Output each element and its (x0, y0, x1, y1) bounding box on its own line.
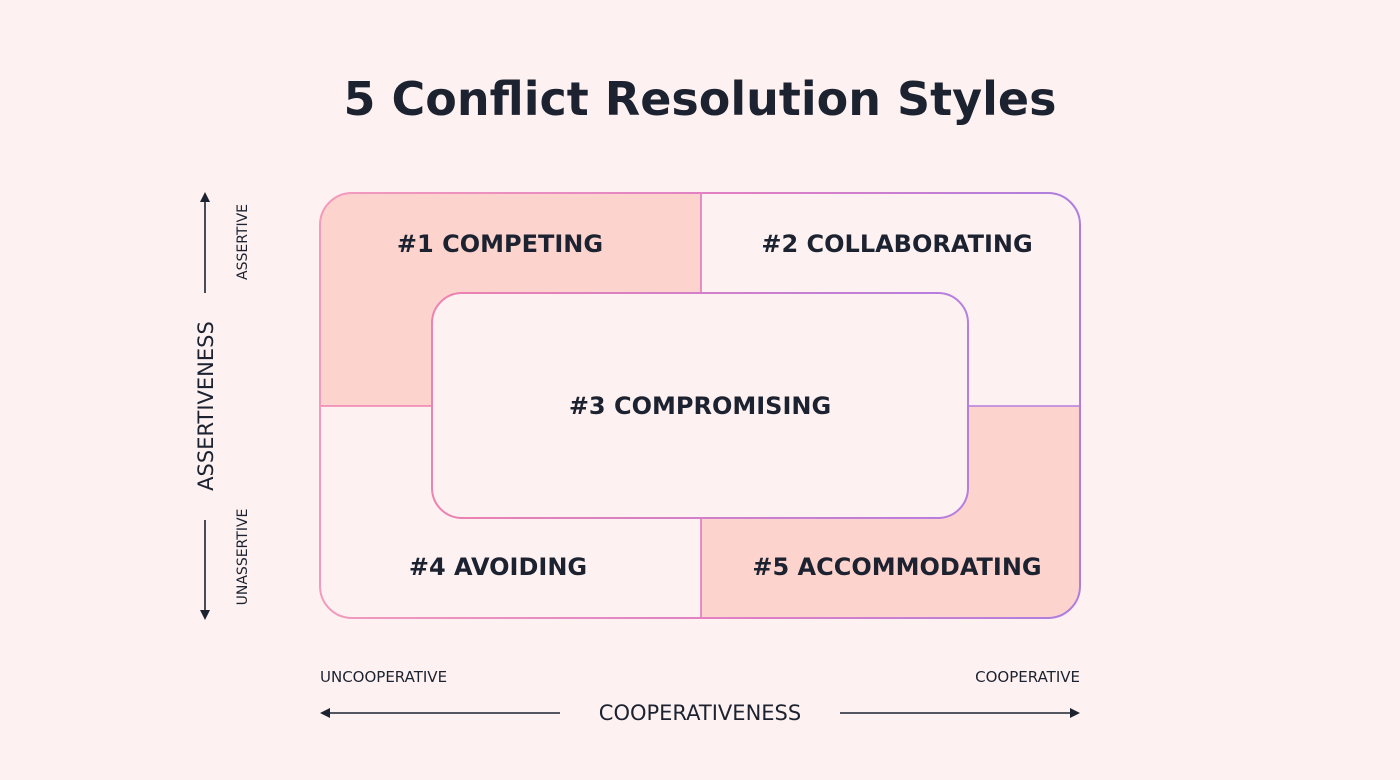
grid-border (319, 192, 1081, 619)
x-axis-title: COOPERATIVENESS (599, 701, 801, 725)
arrow-right-icon (1070, 708, 1080, 718)
x-axis-low-label: UNCOOPERATIVE (320, 668, 447, 686)
collaborating-label: #2 COLLABORATING (761, 230, 1032, 258)
arrow-left-icon (320, 708, 330, 718)
page-title: 5 Conflict Resolution Styles (343, 72, 1057, 126)
accommodating-label: #5 ACCOMMODATING (752, 553, 1041, 581)
x-axis: UNCOOPERATIVE COOPERATIVE COOPERATIVENES… (320, 668, 1080, 725)
y-axis-high-label: ASSERTIVE (235, 204, 251, 280)
y-axis-title: ASSERTIVENESS (194, 321, 218, 491)
x-axis-high-label: COOPERATIVE (975, 668, 1080, 686)
y-axis: ASSERTIVENESS ASSERTIVE UNASSERTIVE (194, 192, 251, 620)
y-axis-low-label: UNASSERTIVE (235, 509, 251, 606)
compromising-box (431, 292, 969, 519)
avoiding-label: #4 AVOIDING (409, 553, 587, 581)
arrow-down-icon (200, 610, 210, 620)
arrow-up-icon (200, 192, 210, 202)
compromising-label: #3 COMPROMISING (569, 392, 831, 420)
competing-label: #1 COMPETING (397, 230, 603, 258)
